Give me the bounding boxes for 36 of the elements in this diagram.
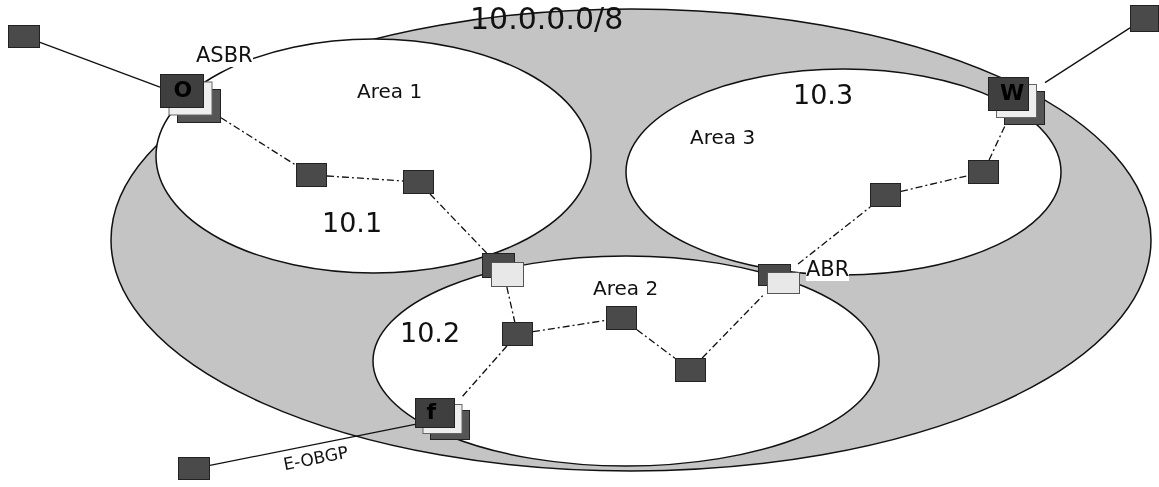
router-role-label: ASBR	[196, 44, 253, 68]
dash-dot-link	[988, 124, 1006, 161]
link-line	[1044, 27, 1131, 84]
network-prefix: 10.3	[793, 80, 854, 110]
link-line	[209, 423, 416, 466]
router-box	[675, 358, 706, 382]
router-box	[403, 170, 434, 194]
router-box	[870, 183, 901, 207]
area-label: Area 2	[593, 277, 659, 299]
dash-dot-link	[532, 319, 607, 333]
dash-dot-link	[326, 175, 404, 182]
dash-dot-link	[701, 293, 766, 359]
router-box	[502, 322, 533, 346]
network-prefix: 10.2	[400, 318, 461, 348]
network-prefix: 10.0.0.0/8	[470, 2, 624, 35]
network-prefix: 10.1	[322, 208, 383, 238]
area-label: Area 3	[690, 126, 756, 148]
dash-dot-link	[900, 175, 969, 192]
dash-dot-link	[460, 345, 508, 399]
dash-dot-link	[797, 206, 871, 265]
router-letter: f	[426, 399, 437, 424]
link-line	[39, 41, 161, 88]
router-box	[8, 25, 40, 48]
router-box	[606, 306, 637, 330]
router-box	[1130, 5, 1159, 32]
dash-dot-link	[429, 193, 488, 254]
router-box	[178, 457, 210, 480]
router-letter: W	[1000, 80, 1025, 105]
dash-dot-link	[506, 286, 516, 323]
dash-dot-link	[220, 117, 297, 166]
router-letter: O	[173, 77, 193, 102]
router-box	[296, 163, 327, 187]
router-role-label: ABR	[806, 258, 850, 282]
area-label: Area 1	[357, 80, 423, 102]
router-box	[968, 160, 999, 184]
dash-dot-link	[636, 329, 676, 359]
